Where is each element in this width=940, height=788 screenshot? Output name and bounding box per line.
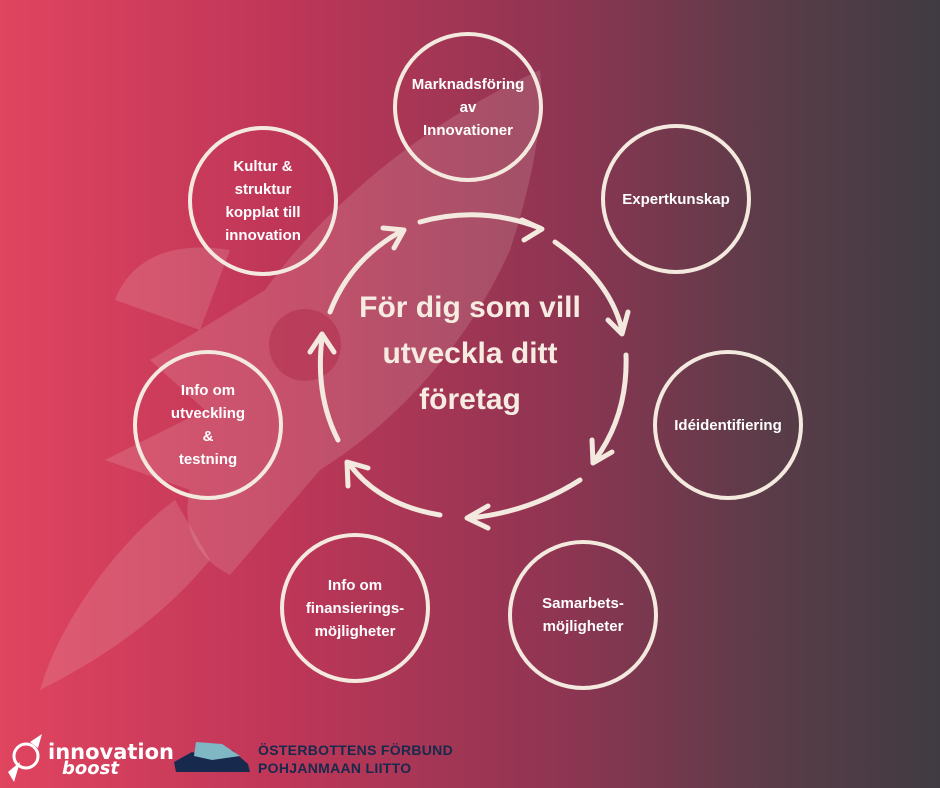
bubble-kultur-struktur: Kultur & struktur kopplat till innovatio… bbox=[188, 126, 338, 276]
arrowhead-bottom-icon bbox=[464, 503, 491, 531]
arrowhead-upper-left-icon bbox=[380, 225, 407, 251]
cycle-arc-upper-left bbox=[327, 229, 403, 315]
cycle-arc-left bbox=[317, 335, 341, 443]
arrowhead-lower-right-icon bbox=[589, 437, 615, 466]
center-title: För dig som vill utveckla ditt företag bbox=[359, 291, 581, 416]
innovation-boost-logo-icon bbox=[8, 734, 42, 782]
cycle-arc-lower-right bbox=[592, 352, 629, 463]
footer-logo-name: innovation bbox=[48, 740, 174, 764]
osterbottens-forbund-logo-icon bbox=[174, 742, 250, 772]
cycle-arc-bottom bbox=[467, 477, 583, 521]
rocket-window-icon bbox=[269, 309, 341, 381]
bubble-expertkunskap: Expertkunskap bbox=[601, 124, 751, 274]
arrowhead-left-icon bbox=[307, 331, 337, 355]
bubble-samarbetsmojligheter: Samarbets- möjligheter bbox=[508, 540, 658, 690]
arrowhead-right-icon bbox=[605, 309, 631, 337]
partner-name-finnish: POHJANMAAN LIITTO bbox=[258, 760, 412, 776]
arrowhead-lower-left-icon bbox=[344, 459, 371, 489]
cycle-arc-right bbox=[552, 239, 625, 333]
bubble-ideidentifiering: Idéidentifiering bbox=[653, 350, 803, 500]
partner-name-swedish: ÖSTERBOTTENS FÖRBUND bbox=[258, 742, 453, 758]
bubble-marknadsforing: Marknadsföring av Innovationer bbox=[393, 32, 543, 182]
bubble-utveckling-testning: Info om utveckling & testning bbox=[133, 350, 283, 500]
footer-logo-sub: boost bbox=[62, 758, 119, 779]
bubble-finansieringsmojligheter: Info om finansierings- möjligheter bbox=[280, 533, 430, 683]
cycle-arrows bbox=[307, 212, 631, 531]
cycle-arc-lower-left bbox=[347, 462, 443, 518]
arrowhead-top-icon bbox=[519, 217, 545, 243]
